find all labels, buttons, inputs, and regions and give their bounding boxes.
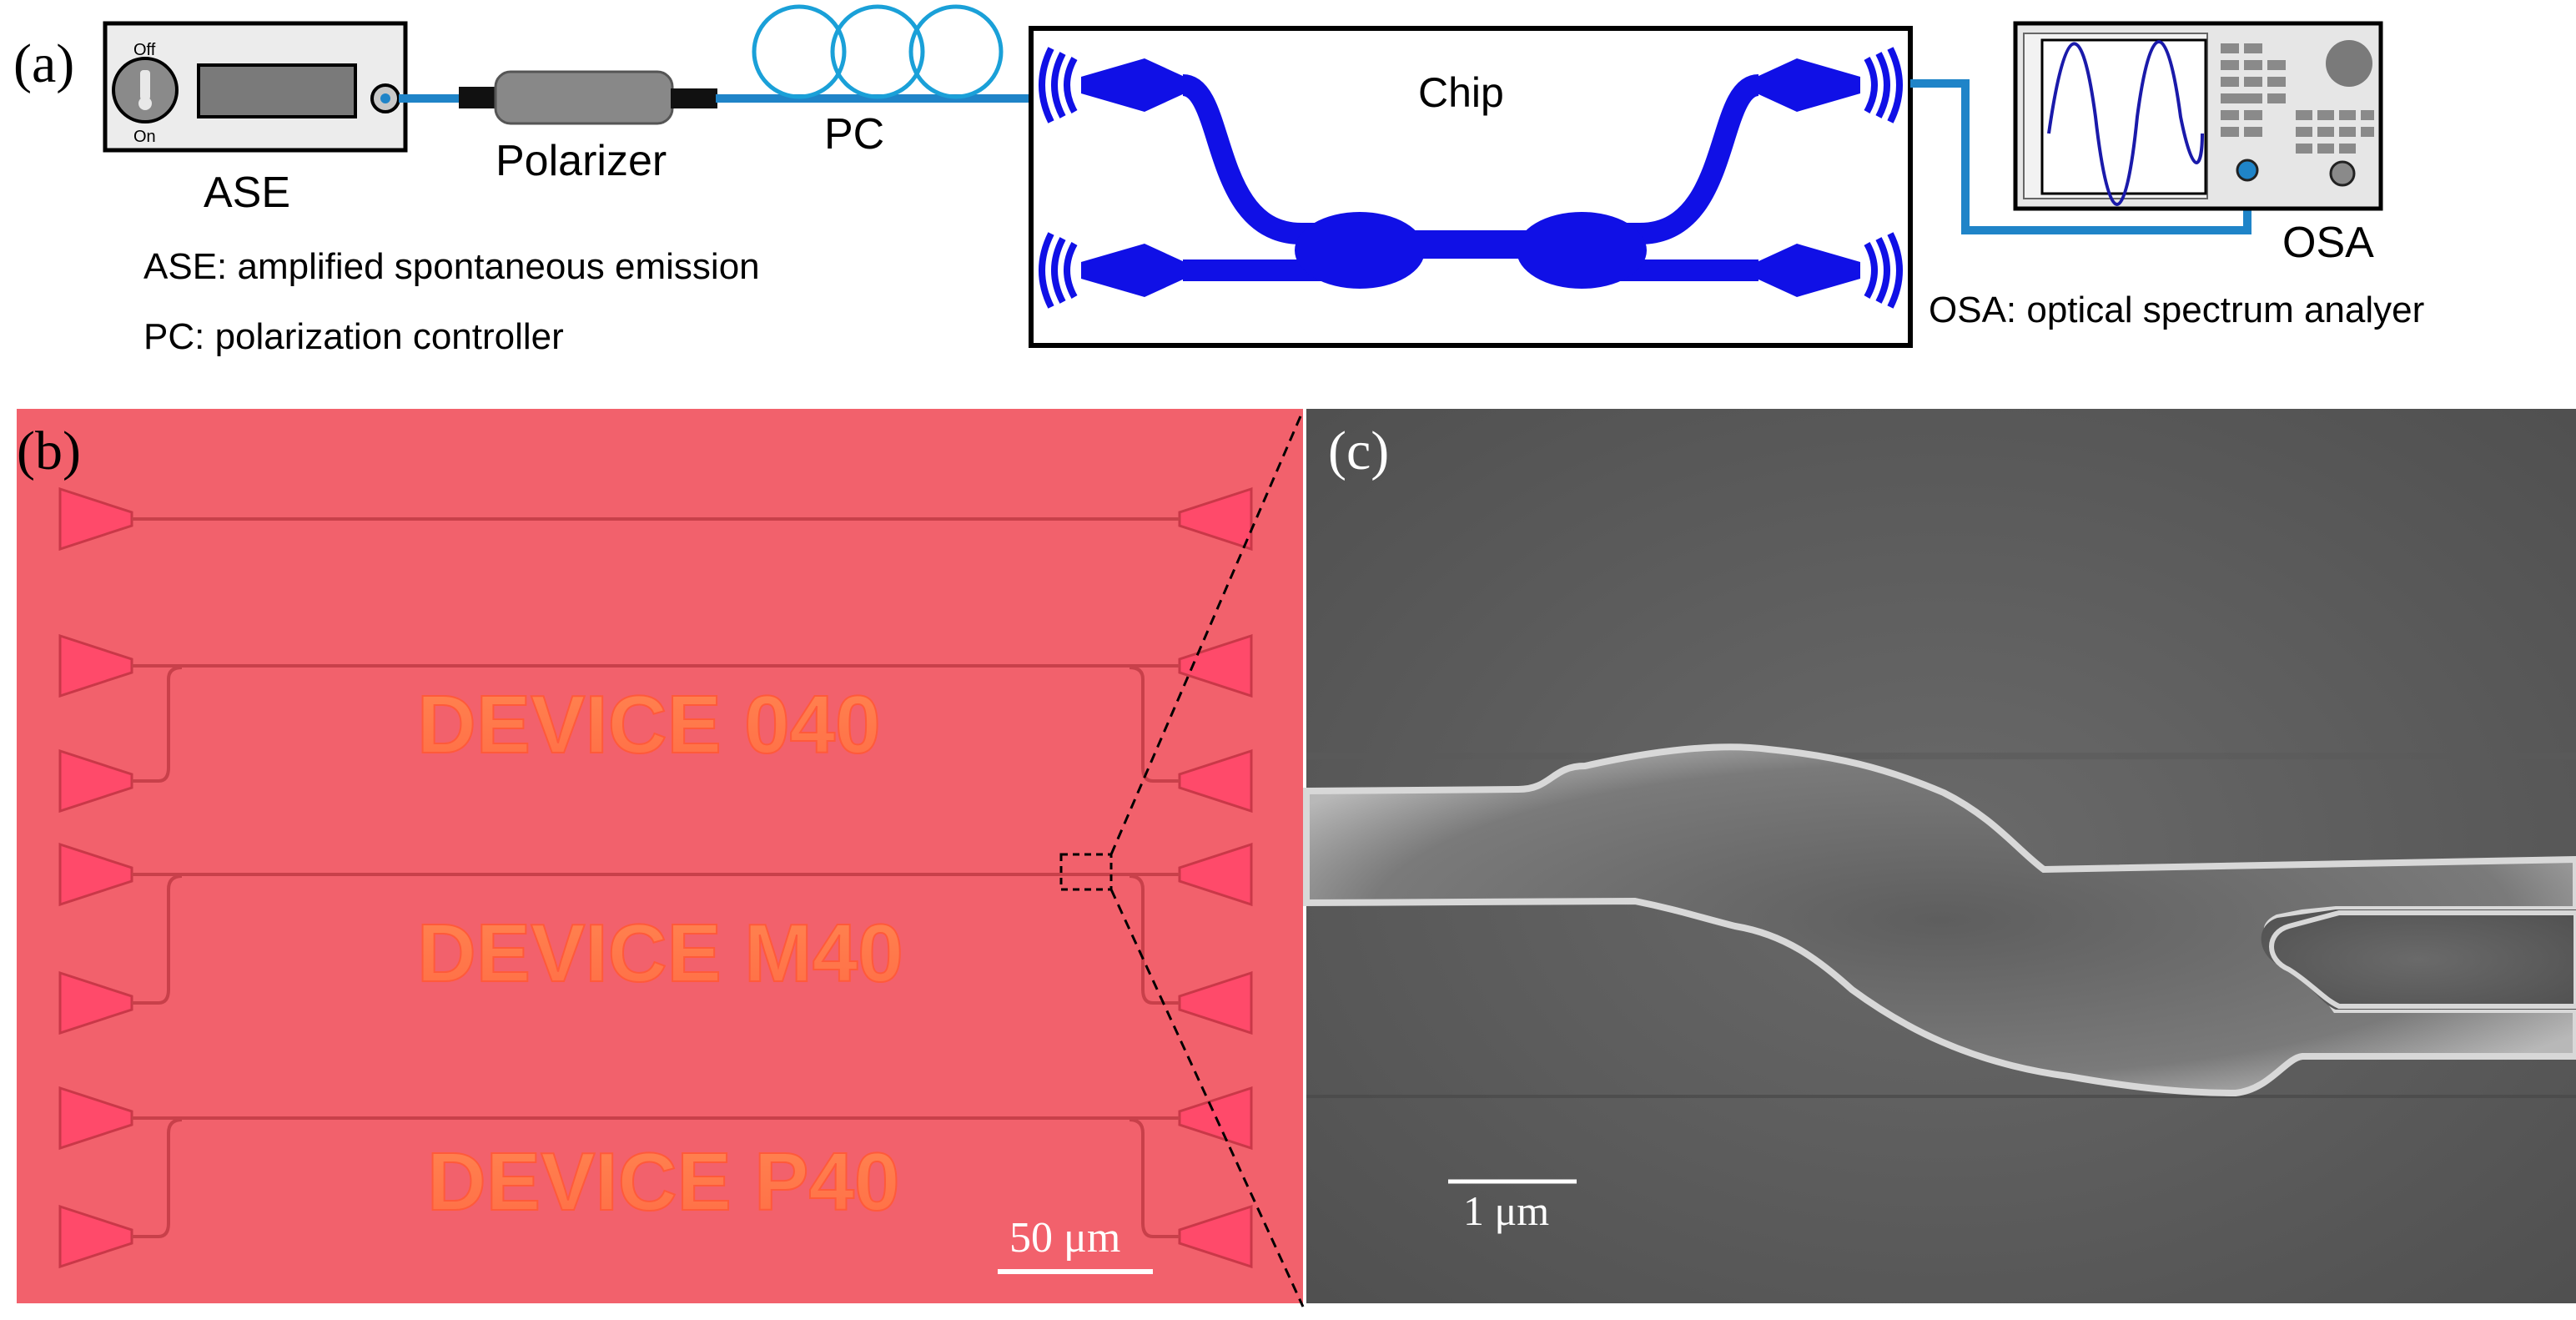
legend-ase: ASE: amplified spontaneous emission: [143, 246, 760, 287]
osa-keypad: [2221, 43, 2374, 154]
scale-bar-b-label: 50 μm: [1009, 1214, 1120, 1262]
grating-coupler-icon: [1757, 232, 1903, 309]
grating-coupler-icon: [1039, 232, 1185, 309]
chip-label: Chip: [1418, 69, 1504, 116]
panel-b-microscope: (b) DEVICE 040 DEVICE M40: [0, 409, 1305, 1320]
device-label-p40: DEVICE P40: [427, 1136, 899, 1227]
panel-a-setup: (a) Off On ASE Polarizer: [13, 4, 2424, 357]
panel-a-label: (a): [13, 33, 74, 94]
legend-osa: OSA: optical spectrum analyer: [1929, 290, 2424, 330]
panel-b-background: [0, 409, 1303, 1320]
panel-b-label: (b): [17, 421, 81, 481]
device-row-040: DEVICE 040: [58, 633, 1253, 814]
ase-title: ASE: [204, 169, 290, 217]
ase-switch-on-label: On: [133, 128, 156, 146]
polarization-controller: PC: [752, 4, 1004, 159]
grating-coupler-icon: [1039, 47, 1185, 123]
device-row-p40: DEVICE P40: [58, 1086, 1253, 1269]
panel-c-sem: (c) 1 μm: [1303, 409, 2576, 1303]
chip: Chip: [1029, 26, 1913, 348]
scale-bar-c-label: 1 μm: [1463, 1187, 1549, 1234]
fiber-connector: [459, 87, 499, 108]
ase-switch-off-label: Off: [133, 41, 156, 59]
legend-pc: PC: polarization controller: [143, 316, 564, 357]
osa-instrument: OSA: [2013, 21, 2383, 267]
polarizer-label: Polarizer: [496, 137, 667, 185]
osa-label: OSA: [2282, 219, 2374, 267]
waveguide: [1615, 74, 1761, 244]
waveguide: [1180, 74, 1326, 244]
polarizer: Polarizer: [494, 70, 674, 185]
device-label-040: DEVICE 040: [417, 678, 881, 770]
osa-spectrum-trace: [2047, 40, 2204, 206]
device-row-m40: DEVICE M40: [58, 842, 1253, 1035]
ase-display: [197, 63, 357, 118]
sem-waveguide-coupler: [1303, 743, 2576, 1097]
zoom-line-bottom: [1109, 889, 1305, 1307]
pc-label: PC: [824, 110, 884, 159]
panel-c-label: (c): [1328, 421, 1389, 481]
osa-screen: [2040, 38, 2207, 195]
zoom-line-top: [1109, 410, 1305, 855]
osa-button-icon: [2329, 160, 2356, 187]
osa-knob-icon: [2326, 40, 2372, 87]
grating-coupler-icon: [1757, 47, 1903, 123]
ase-switch-icon: [140, 70, 150, 100]
osa-input-port-icon: [2236, 159, 2259, 182]
fiber-connector: [671, 88, 717, 108]
ase-source: Off On ASE: [103, 21, 408, 217]
device-label-m40: DEVICE M40: [417, 907, 903, 999]
zoom-region-box: [1059, 853, 1113, 891]
device-row-reference: [58, 486, 1253, 552]
